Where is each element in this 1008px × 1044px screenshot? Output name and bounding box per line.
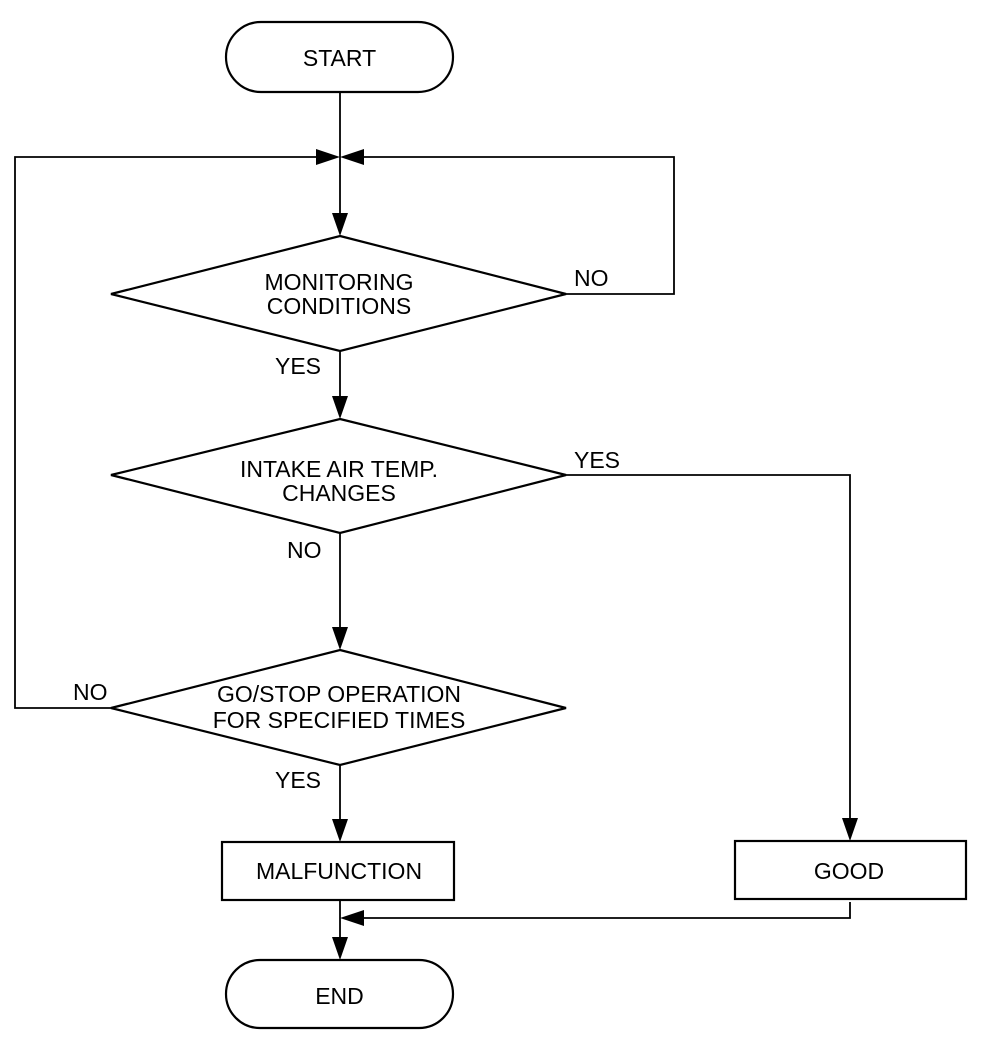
connector-intake-yes <box>566 474 851 824</box>
monitoring-decision: MONITORING CONDITIONS <box>110 234 567 353</box>
arrowhead-good-to-end-merge <box>340 910 364 926</box>
intake-no-label: NO <box>287 537 322 563</box>
arrowheads <box>316 149 858 960</box>
monitoring-decision-shape <box>110 234 567 353</box>
monitoring-yes-label: YES <box>275 353 321 379</box>
end-terminal-shape <box>224 958 455 1030</box>
arrowhead-to-intake <box>332 396 348 419</box>
arrowhead-left-loop <box>316 149 340 165</box>
connector-monitoring-no-loop <box>358 156 675 295</box>
monitoring-no-label: NO <box>574 265 609 291</box>
gostop-label-line1: GO/STOP OPERATION <box>217 681 461 707</box>
good-box: GOOD <box>733 839 968 901</box>
intake-label-line1: INTAKE AIR TEMP. <box>240 456 438 482</box>
branch-labels: NO YES YES NO NO YES <box>73 265 620 793</box>
intake-decision: INTAKE AIR TEMP. CHANGES <box>110 417 567 535</box>
malfunction-box-shape <box>220 840 456 902</box>
good-label: GOOD <box>814 858 884 884</box>
gostop-yes-label: YES <box>275 767 321 793</box>
arrowhead-to-monitoring <box>332 213 348 236</box>
end-label: END <box>315 983 364 1009</box>
arrowhead-right-loop <box>340 149 364 165</box>
gostop-decision: GO/STOP OPERATION FOR SPECIFIED TIMES <box>110 648 567 767</box>
connector-gostop-no-loop <box>14 156 322 709</box>
malfunction-label: MALFUNCTION <box>256 858 422 884</box>
malfunction-box: MALFUNCTION <box>220 840 456 902</box>
gostop-no-label: NO <box>73 679 108 705</box>
arrowhead-to-end <box>332 937 348 960</box>
arrowhead-to-gostop <box>332 627 348 650</box>
start-terminal: START <box>224 20 455 94</box>
monitoring-label-line1: MONITORING <box>264 269 413 295</box>
arrowhead-to-good <box>842 818 858 841</box>
connector-good-to-end <box>358 902 851 919</box>
intake-decision-shape <box>110 417 567 535</box>
good-box-shape <box>733 839 968 901</box>
start-terminal-shape <box>224 20 455 94</box>
gostop-label-line2: FOR SPECIFIED TIMES <box>213 707 466 733</box>
start-label: START <box>303 45 376 71</box>
intake-yes-label: YES <box>574 447 620 473</box>
arrowhead-to-malfunction <box>332 819 348 842</box>
gostop-decision-shape <box>110 648 567 767</box>
end-terminal: END <box>224 958 455 1030</box>
intake-label-line2: CHANGES <box>282 480 396 506</box>
connectors <box>14 92 851 944</box>
monitoring-label-line2: CONDITIONS <box>267 293 411 319</box>
